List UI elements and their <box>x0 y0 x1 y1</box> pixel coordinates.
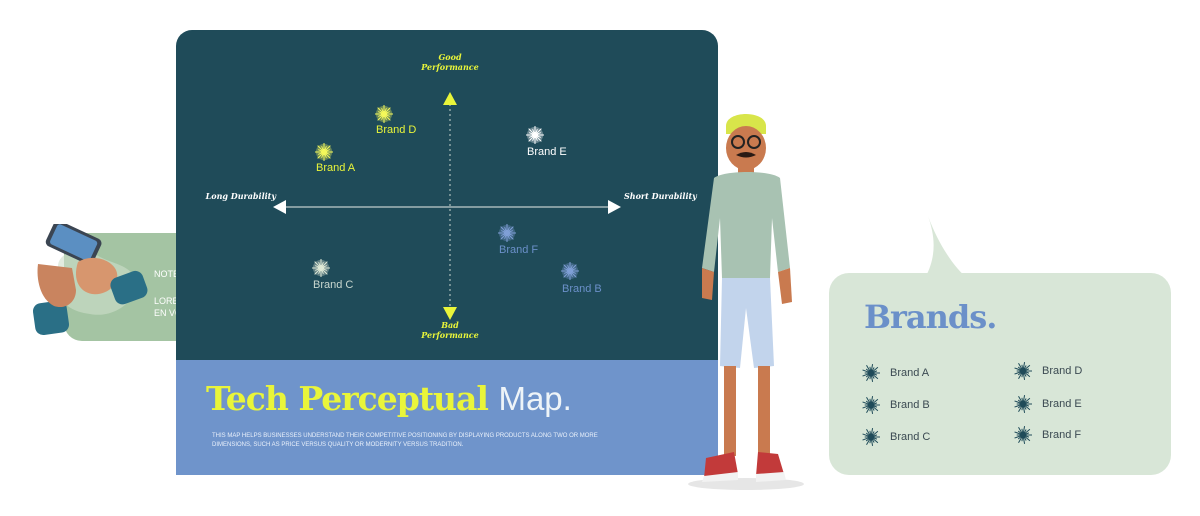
arrow-up-icon <box>443 92 457 105</box>
legend-item: Brand C <box>890 431 931 443</box>
star-marker-icon <box>561 262 579 280</box>
star-marker-icon <box>862 364 880 382</box>
right-axis-label: Short Durability <box>624 191 697 201</box>
bottom-axis-label: Bad Performance <box>421 320 479 340</box>
title-part-2: Map. <box>498 380 572 417</box>
star-marker-icon <box>526 126 544 144</box>
star-marker-icon <box>1014 426 1032 444</box>
legend-star-icons <box>862 362 1032 446</box>
star-marker-icon <box>312 259 330 277</box>
brands-legend: Brands. Brand A Brand B Brand C Brand D … <box>829 273 1171 475</box>
map-axes <box>273 92 621 320</box>
arrow-down-icon <box>443 307 457 320</box>
star-marker-icon <box>375 105 393 123</box>
legend-item: Brand B <box>890 399 930 411</box>
legend-item: Brand A <box>890 367 930 379</box>
left-axis-label: Long Durability <box>205 191 276 201</box>
top-axis-label: Good Performance <box>421 52 479 72</box>
star-marker-icon <box>862 396 880 414</box>
map-brand-label: Brand A <box>316 162 356 174</box>
title-part-1: Tech Perceptual <box>206 379 489 418</box>
star-marker-icon <box>498 224 516 242</box>
star-marker-icon <box>1014 362 1032 380</box>
legend-item: Brand E <box>1042 398 1082 410</box>
perceptual-map-card: Good Performance Bad Performance Long Du… <box>176 30 718 475</box>
map-brand-label: Brand D <box>376 124 417 136</box>
legend-item: Brand D <box>1042 365 1083 377</box>
map-brand-label: Brand E <box>527 146 567 158</box>
map-brand-label: Brand F <box>499 244 539 256</box>
description: This map helps businesses understand the… <box>212 433 598 448</box>
perceptual-map: Good Performance Bad Performance Long Du… <box>176 30 718 360</box>
legend-title: Brands. <box>864 298 997 336</box>
arrow-right-icon <box>608 200 621 214</box>
star-marker-icon <box>315 143 333 161</box>
title-panel: Tech Perceptual Map. This map helps busi… <box>176 360 718 475</box>
arrow-left-icon <box>273 200 286 214</box>
hand-phone-illustration <box>32 224 148 336</box>
star-marker-icon <box>862 428 880 446</box>
person-illustration <box>688 114 804 490</box>
star-marker-icon <box>1014 395 1032 413</box>
legend-item: Brand F <box>1042 429 1082 441</box>
page-title: Tech Perceptual Map. <box>206 379 572 418</box>
map-brand-label: Brand B <box>562 283 602 295</box>
map-brand-label: Brand C <box>313 279 354 291</box>
legend-bubble-tail <box>925 216 967 278</box>
